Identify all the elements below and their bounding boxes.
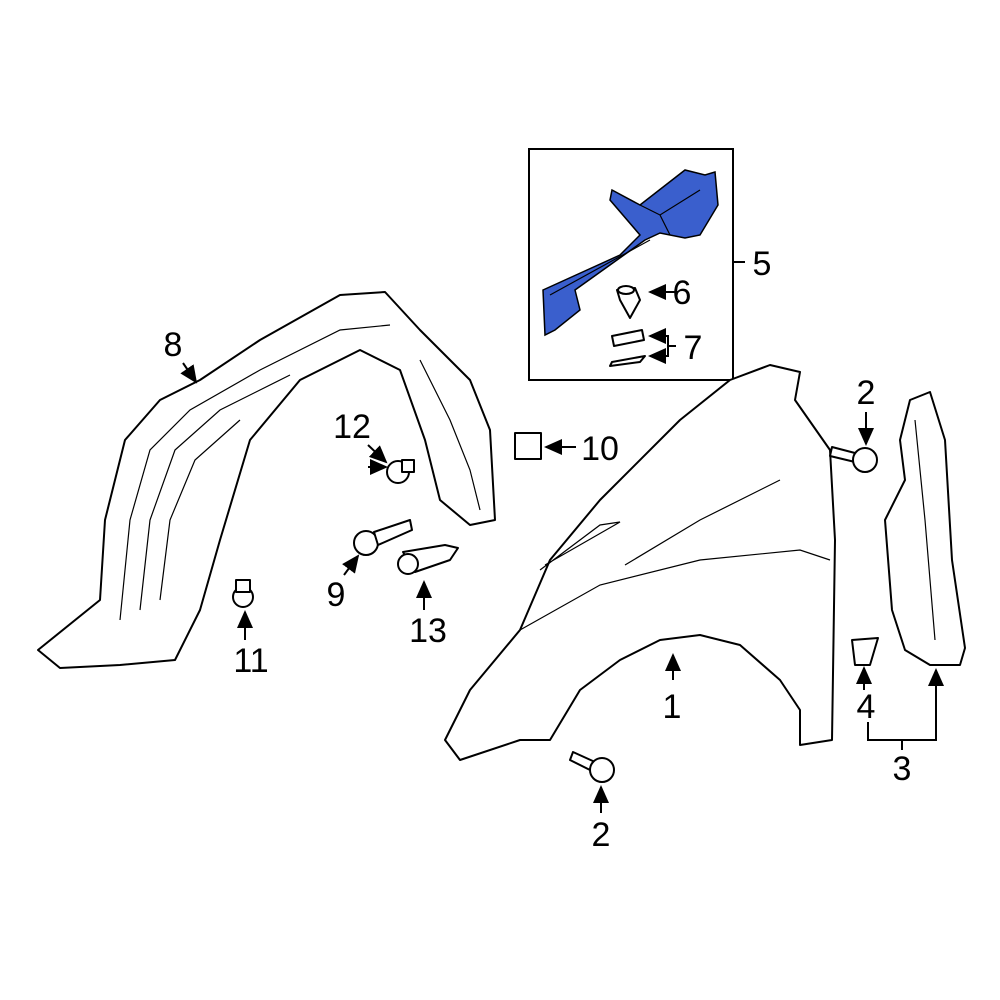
fender-bracket-part-5[interactable] <box>542 169 719 337</box>
clip-part-11[interactable] <box>232 579 254 608</box>
callout-5: 5 <box>753 245 772 283</box>
callout-2-lower: 2 <box>592 816 611 854</box>
fender-seal-part-3[interactable] <box>884 391 966 666</box>
fender-liner-part-8[interactable] <box>37 291 496 669</box>
callout-8: 8 <box>164 326 183 364</box>
callout-11: 11 <box>233 642 268 680</box>
callout-1: 1 <box>663 688 682 726</box>
clip-part-6[interactable] <box>616 285 641 319</box>
bolt-part-2-upper[interactable] <box>829 446 878 473</box>
clip-part-4[interactable] <box>851 637 879 666</box>
callout-7: 7 <box>684 329 703 367</box>
clip-part-12[interactable] <box>386 459 415 484</box>
bolt-part-2-lower[interactable] <box>569 751 615 783</box>
callout-4: 4 <box>857 688 876 726</box>
fender-part-1[interactable] <box>444 364 836 761</box>
callout-12: 12 <box>333 408 371 446</box>
callout-9: 9 <box>327 576 346 614</box>
callout-10: 10 <box>581 430 619 468</box>
screw-part-9[interactable] <box>353 519 413 556</box>
callout-13: 13 <box>409 612 447 650</box>
callout-3: 3 <box>893 750 912 788</box>
nut-part-10[interactable] <box>514 432 542 460</box>
clip-part-13[interactable] <box>397 544 459 575</box>
callout-6: 6 <box>673 274 692 312</box>
leader-lines <box>180 261 944 813</box>
callout-2-upper: 2 <box>857 374 876 412</box>
pad-part-7[interactable] <box>609 329 646 367</box>
